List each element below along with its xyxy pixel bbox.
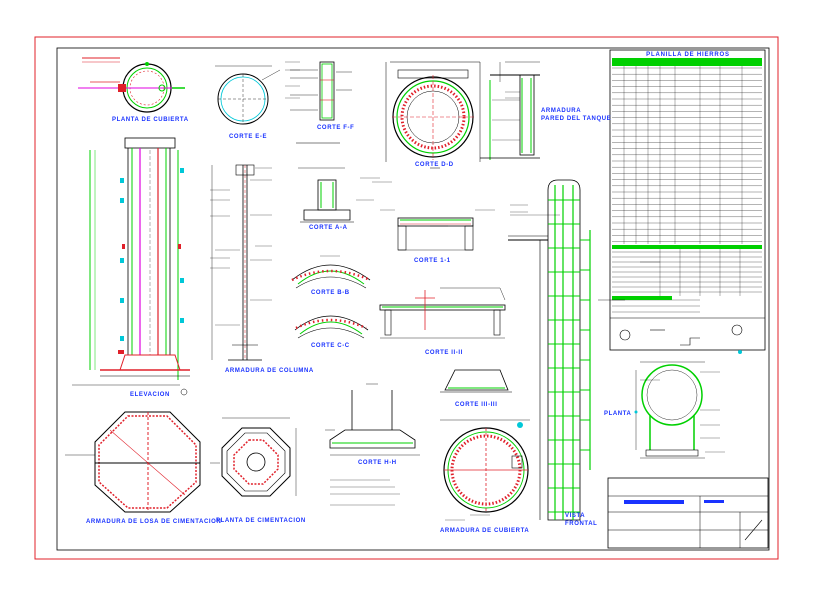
label-corte-b: CORTE B-B xyxy=(311,290,350,296)
corte-d-drawing xyxy=(385,61,481,169)
label-planta: PLANTA xyxy=(604,411,632,417)
armadura-cubierta-drawing xyxy=(440,419,530,513)
label-armadura-cubierta: ARMADURA DE CUBIERTA xyxy=(440,528,530,534)
label-armadura-columna: ARMADURA DE COLUMNA xyxy=(225,368,314,374)
planta-drawing xyxy=(634,361,705,459)
label-corte-2: CORTE II-II xyxy=(425,350,463,356)
armadura-pared-drawing xyxy=(480,61,540,160)
corte-e-drawing xyxy=(215,65,281,125)
label-planilla: PLANILLA DE HIERROS xyxy=(646,52,730,58)
label-corte-d: CORTE D-D xyxy=(415,162,454,168)
label-vista-frontal: VISTA xyxy=(565,513,586,519)
corte-f-drawing xyxy=(290,61,352,144)
planta-cimentacion-drawing xyxy=(221,417,297,497)
label-corte-f: CORTE F-F xyxy=(317,125,355,131)
label-corte-3: CORTE III-III xyxy=(455,402,498,408)
label-planta-cimentacion: PLANTA DE CIMENTACION xyxy=(216,518,306,524)
label-corte-e: CORTE E-E xyxy=(229,134,268,140)
corte-b-drawing xyxy=(291,264,371,289)
label-elevacion: ELEVACION xyxy=(130,392,170,398)
inner-frame xyxy=(56,47,770,551)
label-armadura-pared-2: PARED DEL TANQUE xyxy=(541,116,612,122)
label-armadura-pared: ARMADURA xyxy=(541,108,582,114)
corte-3-drawing xyxy=(440,369,512,393)
corte-h-drawing xyxy=(325,383,420,456)
corte-2-drawing xyxy=(379,287,506,339)
label-corte-c: CORTE C-C xyxy=(311,343,350,349)
armadura-columna-drawing xyxy=(211,164,272,361)
outer-frame xyxy=(34,36,779,560)
corte-a-drawing xyxy=(298,167,354,223)
planilla-table xyxy=(609,49,766,354)
label-corte-a: CORTE A-A xyxy=(309,225,348,231)
title-block xyxy=(607,477,769,549)
label-vista-frontal-2: FRONTAL xyxy=(565,521,598,527)
planta-cubierta-drawing xyxy=(78,57,185,113)
label-corte-h: CORTE H-H xyxy=(358,460,397,466)
corte-1-drawing xyxy=(380,209,495,251)
armadura-losa-drawing xyxy=(65,411,220,513)
label-armadura-losa: ARMADURA DE LOSA DE CIMENTACION xyxy=(86,519,222,525)
label-planta-cubierta: PLANTA DE CUBIERTA xyxy=(112,117,189,123)
label-corte-1: CORTE 1-1 xyxy=(414,258,451,264)
corte-c-drawing xyxy=(294,315,369,339)
vista-frontal-drawing xyxy=(508,179,625,521)
elevacion-drawing xyxy=(72,137,190,396)
